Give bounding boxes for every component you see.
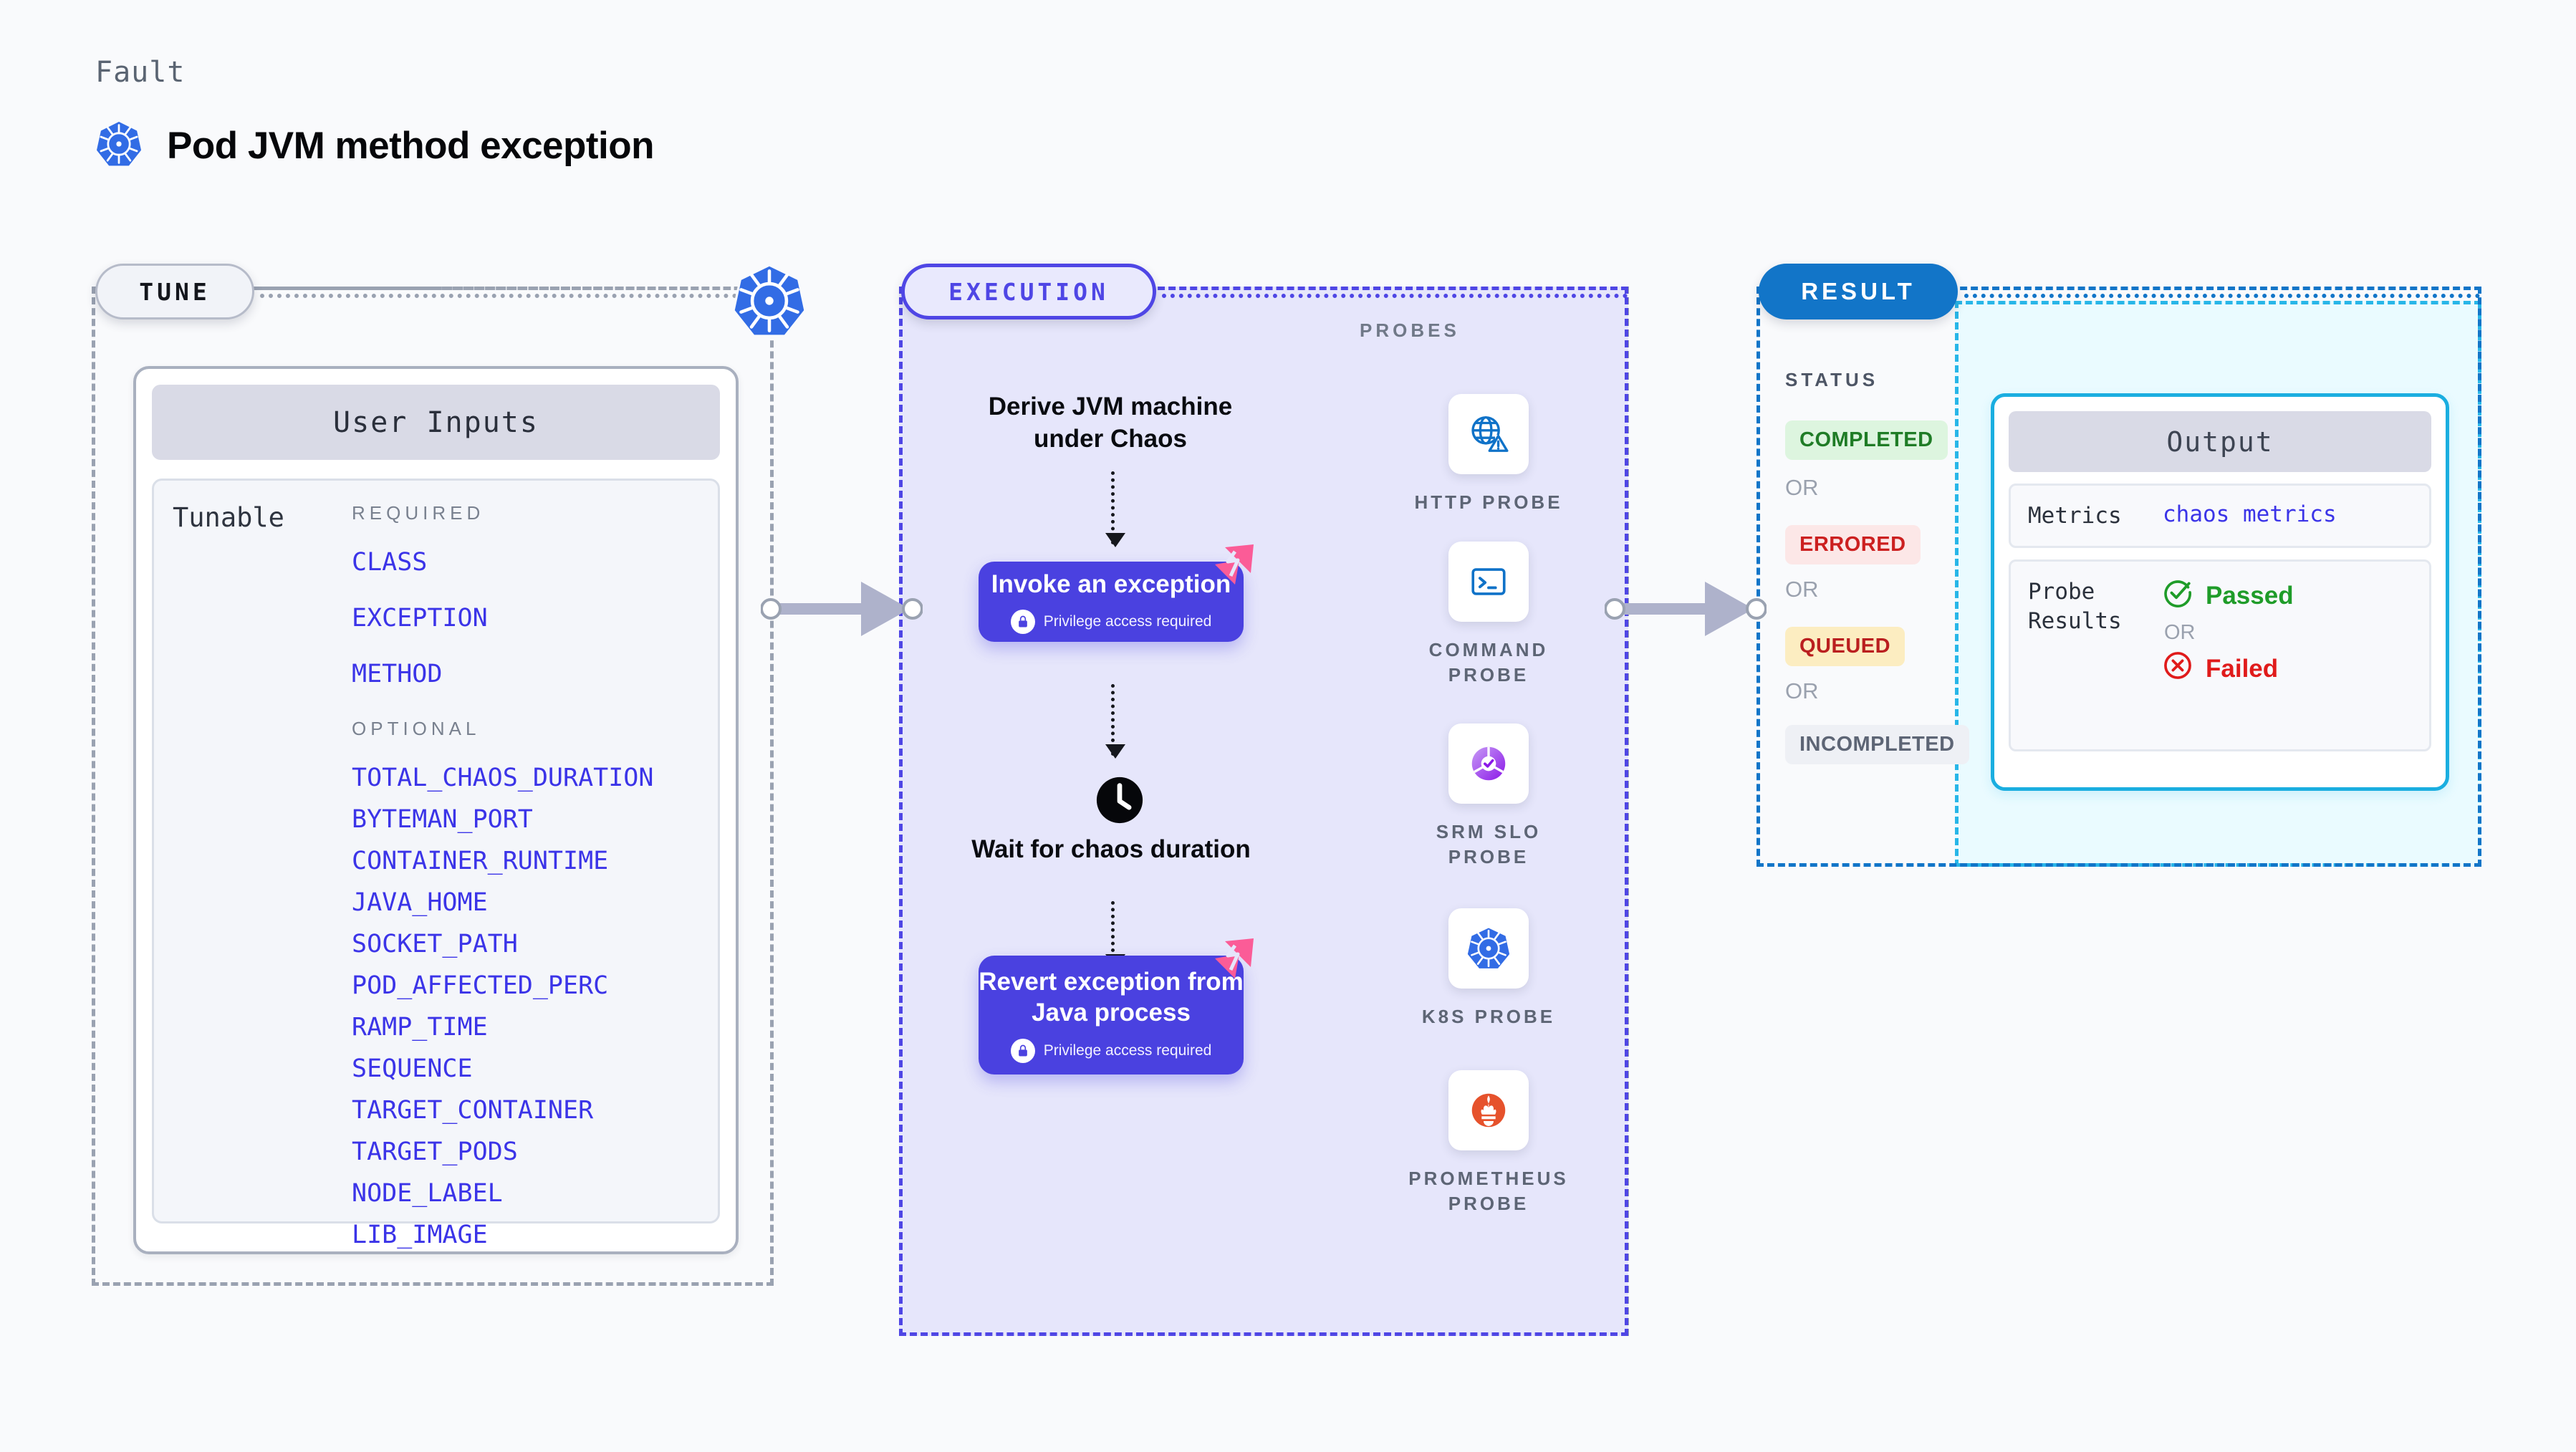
parameter-item[interactable]: POD_AFFECTED_PERC <box>352 971 609 1000</box>
tune-badge[interactable]: TUNE <box>95 264 254 319</box>
or-separator: OR <box>2164 621 2196 645</box>
probe-label: K8S PROBE <box>1421 1006 1556 1027</box>
probe-results-key-label: Probe Results <box>2028 579 2122 634</box>
metrics-value-link[interactable]: chaos metrics <box>2163 501 2337 527</box>
fault-eyebrow-label: Fault <box>95 56 186 89</box>
user-inputs-title: User Inputs <box>152 385 720 460</box>
optional-group-label: OPTIONAL <box>352 718 481 739</box>
probes-title: PROBES <box>1360 319 1460 341</box>
parameter-item[interactable]: TARGET_PODS <box>352 1138 518 1166</box>
or-separator: OR <box>1785 577 1819 602</box>
kubernetes-icon <box>95 120 143 171</box>
derive-jvm-step-label: Derive JVM machine under Chaos <box>988 393 1233 453</box>
parameter-item[interactable]: BYTEMAN_PORT <box>352 805 533 834</box>
output-region-left-border <box>1955 301 1959 867</box>
probe-label: COMMAND PROBE <box>1428 639 1549 686</box>
probe-item-k8s[interactable]: K8S PROBE <box>1395 908 1582 1029</box>
parameter-item[interactable]: CLASS <box>352 548 428 577</box>
parameter-item[interactable]: EXCEPTION <box>352 604 488 633</box>
metrics-row: Metrics chaos metrics <box>2009 484 2431 549</box>
terminal-icon <box>1448 542 1529 622</box>
parameter-item[interactable]: METHOD <box>352 660 443 688</box>
probe-item-srm-slo[interactable]: SRM SLO PROBE <box>1395 723 1582 870</box>
probe-results-row: Probe Results Passed OR <box>2009 559 2431 752</box>
probe-result-failed-label: Failed <box>2206 654 2279 683</box>
tune-lane <box>92 287 774 1286</box>
kubernetes-icon <box>732 264 807 338</box>
litmus-icon <box>1203 937 1256 983</box>
probe-item-command[interactable]: COMMAND PROBE <box>1395 542 1582 688</box>
globe-warning-icon <box>1448 394 1529 474</box>
status-badge-queued: QUEUED <box>1785 627 1905 666</box>
required-parameter-list: CLASS EXCEPTION METHOD <box>352 550 699 687</box>
output-card-title: Output <box>2009 411 2431 472</box>
slo-donut-check-icon <box>1448 723 1529 804</box>
probe-result-passed: Passed <box>2163 577 2412 614</box>
clock-icon <box>1095 775 1145 825</box>
parameters-column: REQUIRED CLASS EXCEPTION METHOD OPTIONAL T… <box>352 502 699 1248</box>
privilege-note: Privilege access required <box>1010 1038 1212 1063</box>
tunable-section: Tunable REQUIRED CLASS EXCEPTION METHOD OP… <box>152 479 720 1248</box>
probe-result-passed-label: Passed <box>2206 581 2294 610</box>
status-badge-errored: ERRORED <box>1785 525 1921 564</box>
probe-item-prometheus[interactable]: PROMETHEUS PROBE <box>1395 1070 1582 1216</box>
probe-item-http[interactable]: HTTP PROBE <box>1395 394 1582 515</box>
execution-card-title: Revert exception from Java process <box>979 968 1244 1027</box>
execution-card-revert-exception[interactable]: Revert exception from Java process Privi… <box>979 938 1254 1074</box>
metrics-key-label: Metrics <box>2028 503 2122 529</box>
probe-label: PROMETHEUS PROBE <box>1408 1168 1569 1214</box>
check-circle-icon <box>2163 577 2193 614</box>
probe-label: SRM SLO PROBE <box>1436 821 1542 867</box>
privilege-note: Privilege access required <box>1010 610 1212 635</box>
result-lane <box>1756 287 2481 867</box>
parameter-item[interactable]: TARGET_CONTAINER <box>352 1096 594 1125</box>
result-badge[interactable]: RESULT <box>1759 264 1958 319</box>
litmus-icon <box>1203 543 1256 589</box>
parameter-item[interactable]: SEQUENCE <box>352 1054 473 1083</box>
probe-label: HTTP PROBE <box>1414 491 1563 513</box>
result-leader-line <box>1964 294 2480 298</box>
parameter-item[interactable]: CONTAINER_RUNTIME <box>352 847 609 875</box>
parameter-item[interactable]: LIB_IMAGE <box>352 1221 488 1249</box>
parameter-item[interactable]: TOTAL_CHAOS_DURATION <box>352 764 654 792</box>
page-title-row: Pod JVM method exception <box>95 120 655 171</box>
privilege-note-label: Privilege access required <box>1043 1042 1212 1059</box>
tune-lane-right-border <box>770 287 774 1286</box>
execution-card-invoke-exception[interactable]: Invoke an exception Privilege access req… <box>979 544 1254 642</box>
status-badge-incompleted: INCOMPLETED <box>1785 725 1969 764</box>
parameter-item[interactable]: NODE_LABEL <box>352 1179 503 1208</box>
lock-icon <box>1010 1038 1035 1063</box>
user-inputs-card: User Inputs Tunable REQUIRED CLASS EXCEPT… <box>133 366 739 1254</box>
execution-leader-line <box>1162 294 1628 298</box>
required-group-label: REQUIRED <box>352 502 485 524</box>
x-circle-icon <box>2163 650 2193 687</box>
or-separator: OR <box>1785 678 1819 703</box>
connector-tune-to-execution <box>760 566 923 652</box>
execution-card-title: Invoke an exception <box>991 569 1231 598</box>
probe-result-failed: Failed <box>2163 650 2412 687</box>
kubernetes-icon <box>1448 908 1529 989</box>
status-label: STATUS <box>1785 369 1879 390</box>
lock-icon <box>1010 610 1035 635</box>
status-badge-completed: COMPLETED <box>1785 420 1948 460</box>
connector-execution-to-result <box>1604 566 1767 652</box>
wait-for-chaos-duration-label: Wait for chaos duration <box>971 835 1251 863</box>
parameter-item[interactable]: JAVA_HOME <box>352 888 488 917</box>
page-title: Pod JVM method exception <box>167 125 655 167</box>
flow-arrow-1 <box>1105 471 1125 547</box>
output-card: Output Metrics chaos metrics Probe Resul… <box>1991 393 2449 791</box>
parameter-item[interactable]: SOCKET_PATH <box>352 930 518 958</box>
flow-arrow-2 <box>1105 684 1125 759</box>
optional-parameter-list: TOTAL_CHAOS_DURATION BYTEMAN_PORT CONTAINE… <box>352 766 699 1248</box>
parameter-item[interactable]: RAMP_TIME <box>352 1013 488 1042</box>
prometheus-icon <box>1448 1070 1529 1150</box>
or-separator: OR <box>1785 475 1819 500</box>
tune-leader-line <box>260 294 754 298</box>
tunable-label: Tunable <box>173 502 284 533</box>
privilege-note-label: Privilege access required <box>1043 613 1212 630</box>
execution-badge[interactable]: EXECUTION <box>901 264 1156 319</box>
